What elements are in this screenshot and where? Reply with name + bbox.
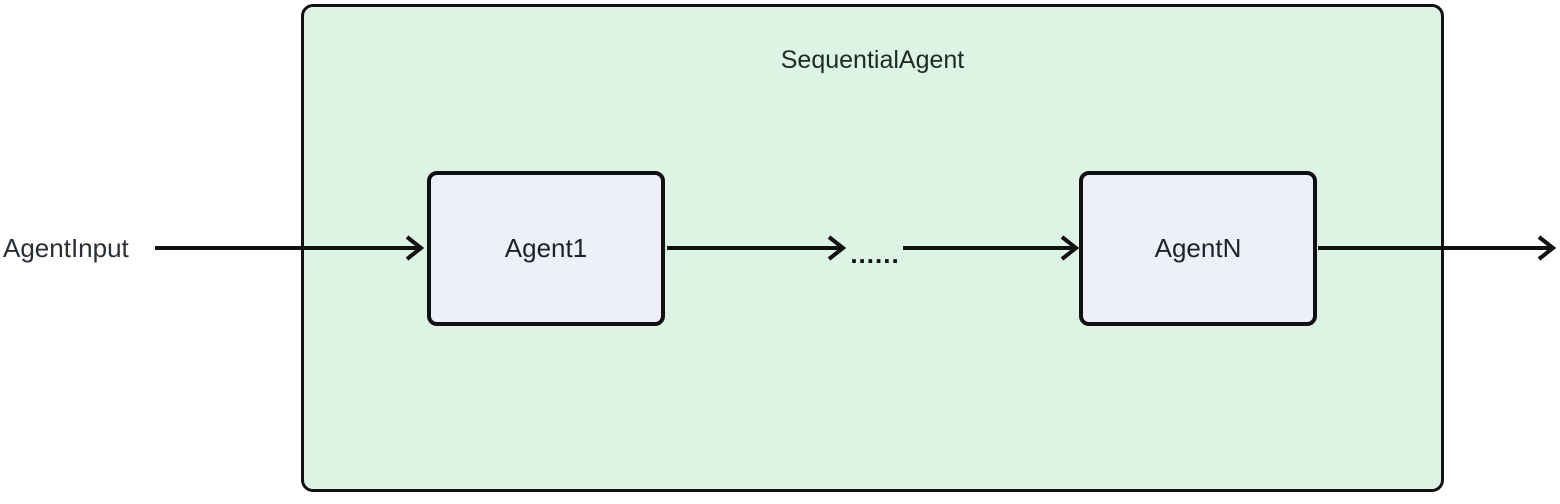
node-agent1-label: Agent1 bbox=[504, 233, 588, 263]
node-agentn-label: AgentN bbox=[1154, 233, 1242, 263]
node-agentn: AgentN bbox=[1079, 171, 1317, 326]
sequential-agent-title: SequentialAgent bbox=[780, 46, 965, 74]
agent-input-label: AgentInput bbox=[3, 233, 129, 263]
ellipsis-label: ...... bbox=[850, 239, 900, 269]
arrowhead-icon bbox=[1537, 235, 1557, 261]
sequential-agent-container: SequentialAgent Agent1 AgentN bbox=[301, 4, 1444, 492]
node-agent1: Agent1 bbox=[427, 171, 665, 326]
